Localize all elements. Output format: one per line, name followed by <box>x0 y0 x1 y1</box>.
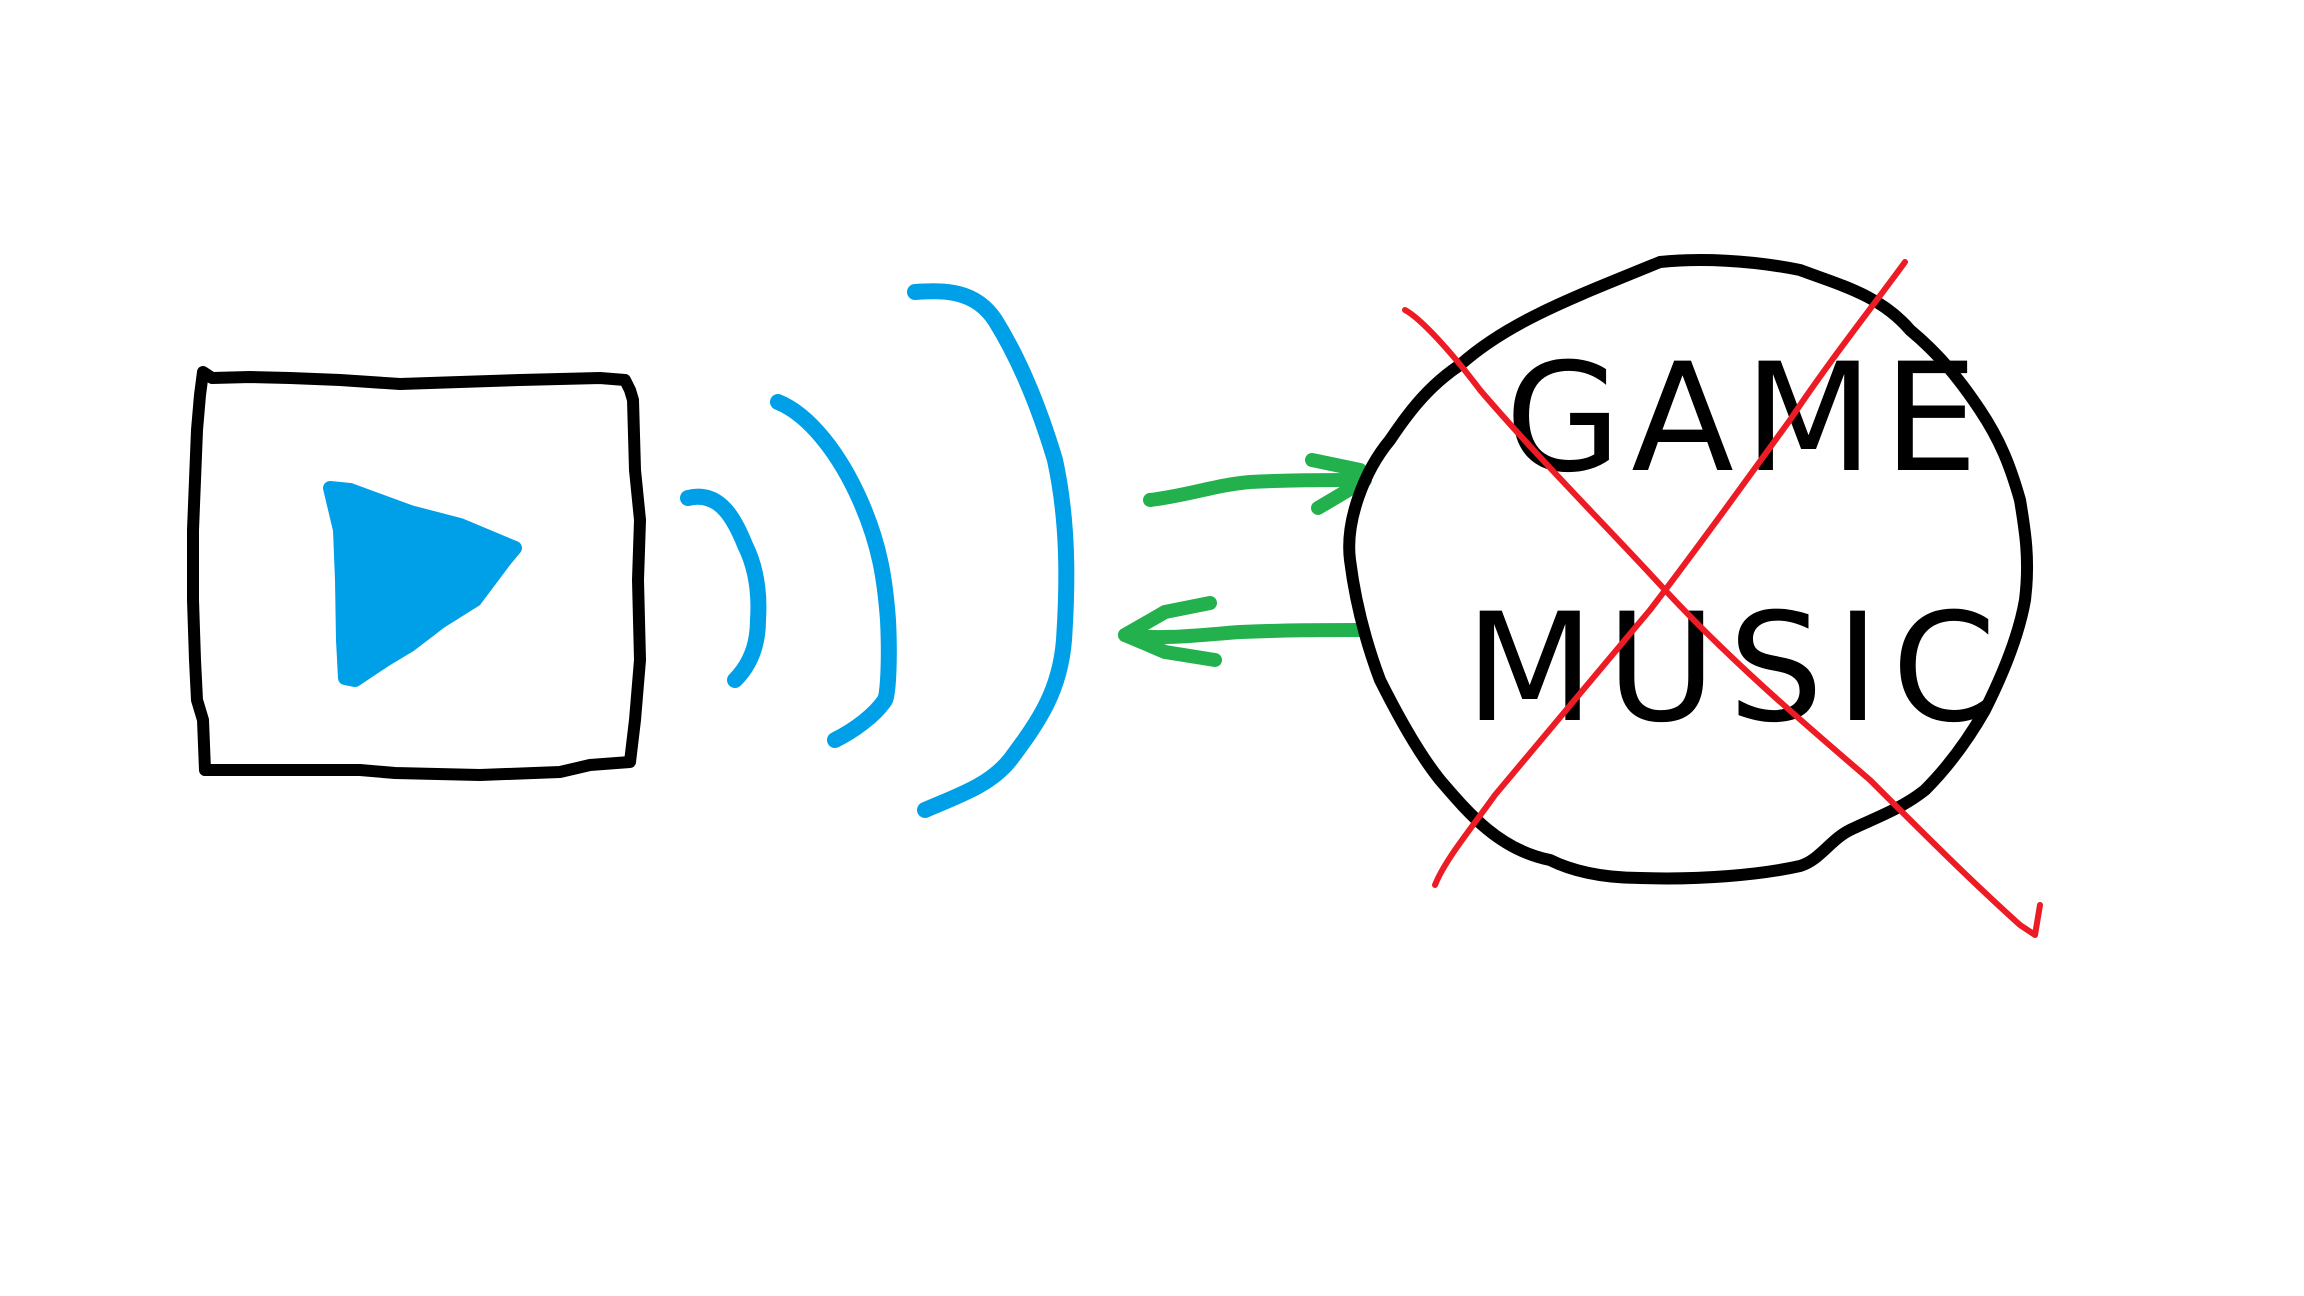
wave-small <box>680 488 767 688</box>
sound-waves-icon <box>680 283 1075 818</box>
cross-line-up <box>1432 259 1908 888</box>
circle-label-line1: GAME <box>1505 332 1988 506</box>
bidirectional-arrows-icon <box>1118 453 1372 667</box>
cross-line-down <box>1402 307 2043 938</box>
arrow-left-head <box>1118 596 1222 667</box>
wave-medium <box>770 394 897 748</box>
game-music-circle <box>1343 254 2034 885</box>
player-frame <box>187 366 646 781</box>
prohibited-cross-icon <box>1402 259 2043 938</box>
video-player-icon <box>187 366 646 781</box>
arrow-left-shaft <box>1118 623 1367 645</box>
play-icon <box>323 481 522 687</box>
arrow-right-shaft <box>1143 473 1367 507</box>
wave-large <box>907 283 1075 818</box>
